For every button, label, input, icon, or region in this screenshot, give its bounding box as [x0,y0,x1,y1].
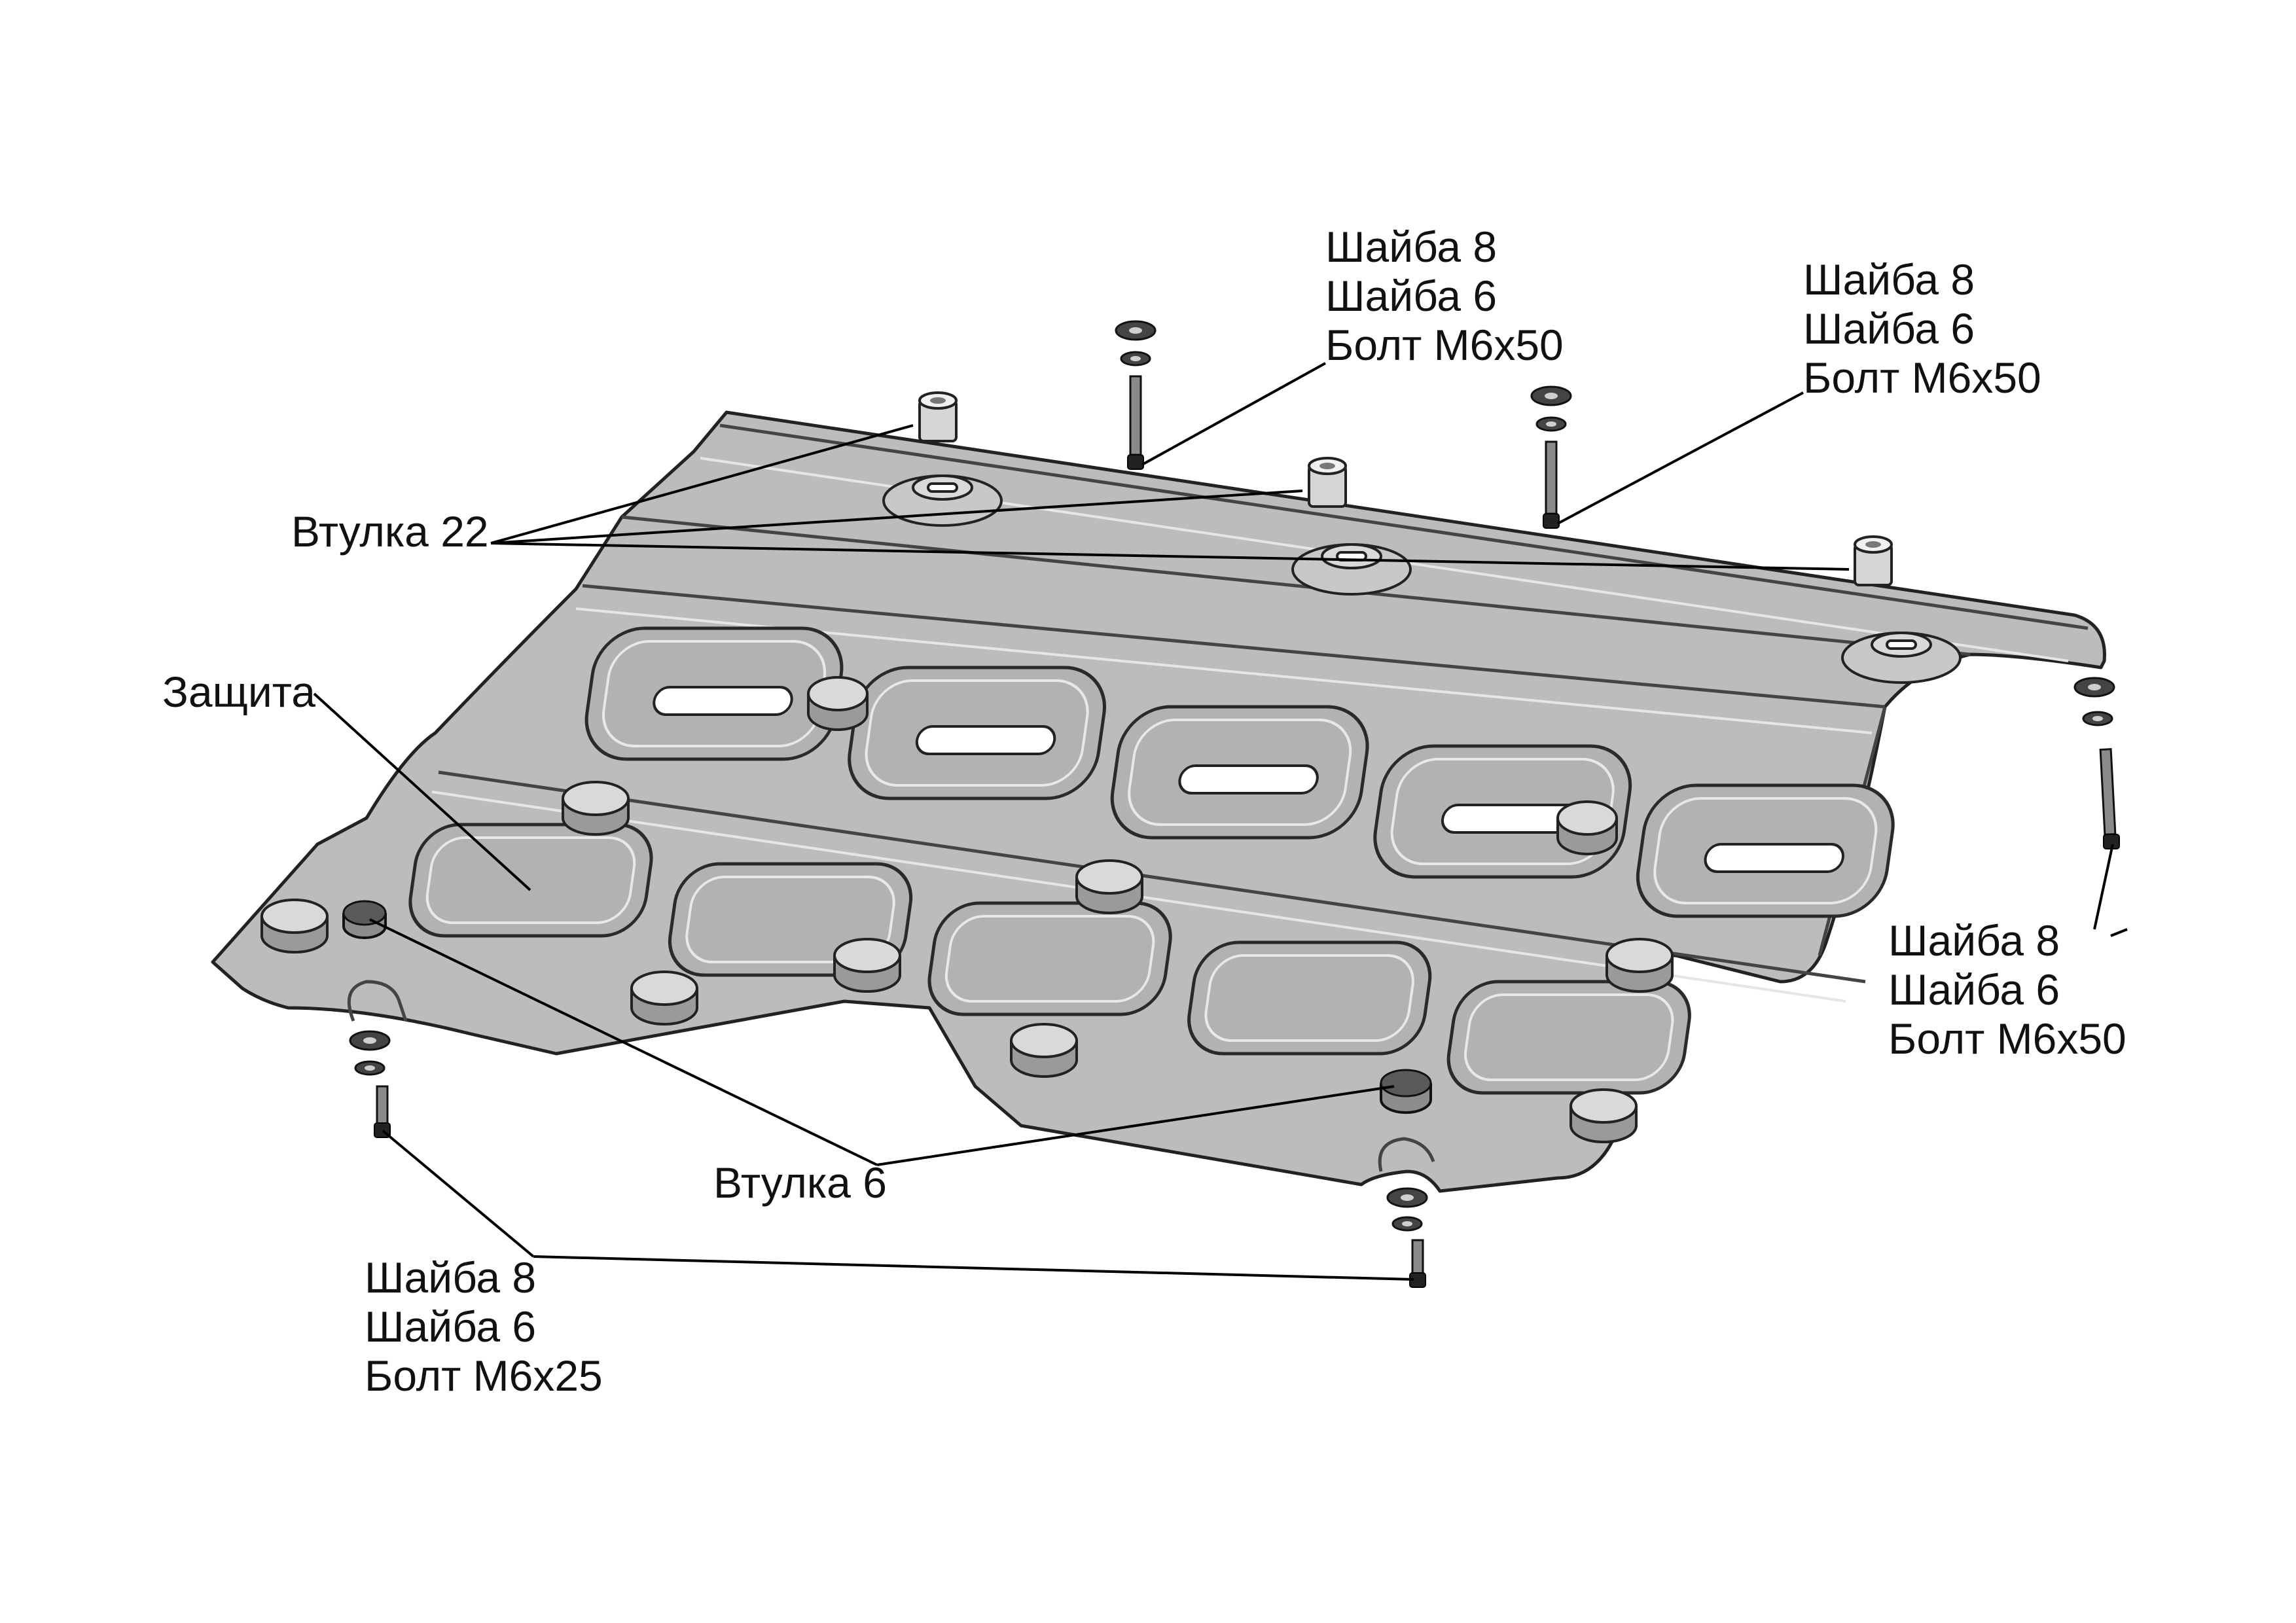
label-washer-8: Шайба 8 [1888,916,2060,965]
label-bolt: Болт М6х50 [1803,353,2041,402]
label-bolt: Болт М6х25 [365,1351,603,1400]
fastener-bottom-left [349,1030,391,1138]
label-washer-6: Шайба 6 [1803,304,1975,353]
label-washer-6: Шайба 6 [1888,965,2060,1014]
label-washer-8: Шайба 8 [365,1253,536,1302]
plate-notches [347,980,1435,1172]
label-top-right: Шайба 8 Шайба 6 Болт М6х50 [1803,255,2041,402]
label-washer-8: Шайба 8 [1803,255,1975,304]
label-guard: Защита [162,668,315,716]
sleeve-6-parts [342,900,1432,1114]
plate-bosses [260,676,1674,1143]
label-bolt: Болт М6х50 [1325,321,1564,369]
fastener-top-center [1115,320,1157,470]
leader-lines [313,362,2128,1281]
fastener-top-right [1530,385,1572,529]
label-washer-6: Шайба 6 [365,1302,536,1351]
label-washer-8: Шайба 8 [1325,223,1497,271]
label-top-center: Шайба 8 Шайба 6 Болт М6х50 [1325,223,1564,369]
label-right: Шайба 8 Шайба 6 Болт М6х50 [1888,916,2126,1063]
label-washer-6: Шайба 6 [1325,272,1497,320]
label-bottom-left: Шайба 8 Шайба 6 Болт М6х25 [365,1253,603,1400]
fastener-right [2073,677,2120,849]
label-sleeve-22: Втулка 22 [291,507,489,556]
fastener-bottom-center [1386,1187,1428,1288]
label-bolt: Болт М6х50 [1888,1014,2126,1063]
lower-pockets [408,823,1691,1095]
mounting-cups [882,474,1962,684]
upper-pockets [584,626,1895,918]
sleeve-22-parts [918,391,1893,586]
label-sleeve-6: Втулка 6 [713,1158,887,1207]
